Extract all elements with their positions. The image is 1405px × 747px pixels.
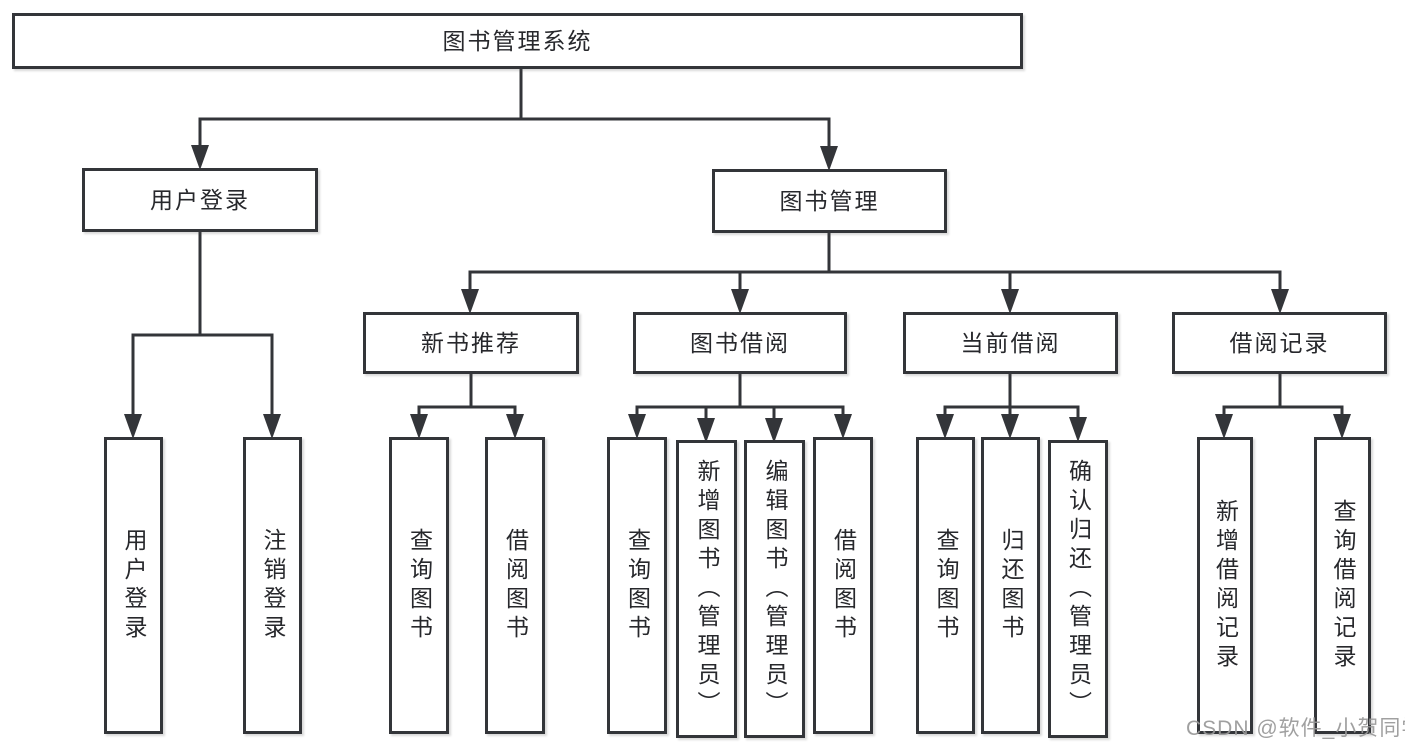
leaf-user-login-label: 用户登录 [121, 527, 147, 644]
leaf-records-query-record: 查询借阅记录 [1314, 437, 1371, 734]
leaf-borrowing-edit-books-admin: 编辑图书（管理员） [744, 440, 805, 738]
leaf-borrowing-borrow-books-label: 借阅图书 [830, 527, 857, 644]
node-current-borrowing-label: 当前借阅 [960, 329, 1061, 356]
leaf-records-query-record-label: 查询借阅记录 [1330, 498, 1356, 673]
node-current-borrowing: 当前借阅 [903, 312, 1118, 374]
leaf-borrowing-add-books-admin-label: 新增图书（管理员） [694, 458, 720, 720]
leaf-borrowing-query-books: 查询图书 [607, 437, 667, 734]
arrowheads [124, 145, 1351, 443]
node-book-management: 图书管理 [712, 169, 947, 233]
node-book-borrowing-label: 图书借阅 [690, 329, 790, 356]
leaf-current-query-books-label: 查询图书 [933, 527, 959, 644]
node-root-label: 图书管理系统 [442, 27, 593, 54]
node-book-management-label: 图书管理 [779, 187, 880, 214]
node-new-book-recommend: 新书推荐 [363, 312, 579, 374]
leaf-current-return-books-label: 归还图书 [998, 527, 1024, 644]
node-root: 图书管理系统 [12, 13, 1023, 69]
leaf-current-return-books: 归还图书 [981, 437, 1040, 734]
node-borrowing-records-label: 借阅记录 [1229, 329, 1330, 356]
leaf-user-login: 用户登录 [104, 437, 163, 734]
leaf-borrowing-borrow-books: 借阅图书 [813, 437, 873, 734]
node-book-borrowing: 图书借阅 [633, 312, 847, 374]
leaf-recommend-borrow-books-label: 借阅图书 [502, 527, 529, 644]
leaf-borrowing-query-books-label: 查询图书 [624, 527, 651, 644]
watermark: CSDN @软件_小贺同学 [1186, 717, 1405, 740]
node-borrowing-records: 借阅记录 [1172, 312, 1387, 374]
leaf-logout: 注销登录 [243, 437, 302, 734]
node-new-book-recommend-label: 新书推荐 [421, 329, 521, 356]
leaf-recommend-borrow-books: 借阅图书 [485, 437, 545, 734]
node-user-login-label: 用户登录 [150, 186, 250, 213]
leaf-records-add-record-label: 新增借阅记录 [1212, 498, 1239, 673]
leaf-borrowing-add-books-admin: 新增图书（管理员） [676, 440, 737, 738]
node-user-login: 用户登录 [82, 168, 318, 232]
leaf-current-confirm-return-admin: 确认归还（管理员） [1048, 440, 1108, 738]
leaf-logout-label: 注销登录 [260, 527, 286, 644]
leaf-current-confirm-return-admin-label: 确认归还（管理员） [1065, 458, 1092, 720]
leaf-borrowing-edit-books-admin-label: 编辑图书（管理员） [762, 458, 788, 720]
leaf-current-query-books: 查询图书 [916, 437, 975, 734]
leaf-recommend-query-books-label: 查询图书 [406, 527, 433, 644]
leaf-records-add-record: 新增借阅记录 [1197, 437, 1253, 734]
leaf-recommend-query-books: 查询图书 [389, 437, 449, 734]
